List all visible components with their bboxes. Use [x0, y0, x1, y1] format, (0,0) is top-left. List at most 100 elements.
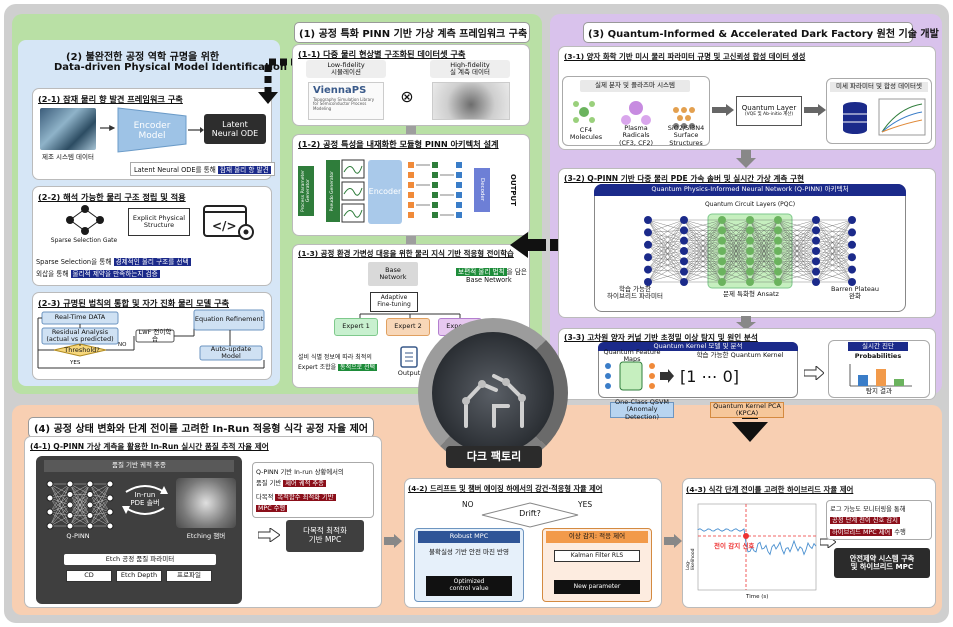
- high-fidelity-label: High-fidelity 실 계측 데이터: [430, 60, 510, 78]
- qpinn-node: [848, 228, 856, 237]
- otimes-icon: ⊗: [400, 86, 414, 106]
- code-gear-icon: </>: [203, 205, 254, 240]
- s21-diagram: [100, 107, 266, 153]
- prob-chart: [849, 364, 912, 387]
- expert-1-box: Expert 1: [334, 318, 378, 336]
- arrow-41: [258, 528, 280, 542]
- mini-node: [66, 522, 74, 530]
- no-label-42: NO: [462, 500, 474, 509]
- output-label: OUTPUT: [509, 174, 518, 206]
- s41-t3hl: 목적함수 최적화 기반: [275, 494, 336, 501]
- qpinn-node: [774, 226, 782, 235]
- drift-diamond: [481, 502, 579, 528]
- output-doc-icon: [400, 346, 418, 368]
- qpinn-node: [718, 216, 726, 224]
- s22-l1a: Sparse Selection을 통해: [36, 258, 114, 266]
- s43-t3b: 수행: [892, 529, 906, 536]
- s31-title: (3-1) 양자 화학 기반 미시 물리 파라미터 규명 및 고신뢰성 합성 데…: [564, 52, 806, 61]
- qfm-label: Quantum Feature Maps: [603, 347, 661, 363]
- qpinn-node: [774, 267, 782, 276]
- threshold-label: Threshold?: [64, 346, 100, 355]
- s13-bottom2a: Expert 조합을: [298, 364, 339, 371]
- s41-t2a: 품질 기반: [256, 480, 284, 487]
- s41-t3: 다목적 목적함수 최적화 기반: [256, 492, 336, 501]
- optimized-box: Optimized control value: [426, 576, 512, 596]
- signal-plots: [341, 159, 365, 223]
- qpinn-node: [718, 226, 726, 235]
- section2-title-1: (2) 불완전한 공정 역학 규명을 위한: [66, 52, 220, 63]
- qpinn-node: [718, 278, 726, 286]
- qpinn-node: [718, 236, 726, 245]
- svg-text:[1 ⋯ 0]: [1 ⋯ 0]: [680, 367, 739, 386]
- qpinn-node: [774, 247, 782, 255]
- qpinn-node: [746, 226, 754, 235]
- qpinn-node: [680, 226, 688, 235]
- latent-ode-box: [204, 114, 266, 144]
- svg-text:</>: </>: [212, 219, 237, 233]
- qpinn-node: [774, 216, 782, 224]
- note-hl: 보편적 물리 법칙: [456, 268, 507, 276]
- output-block: OUTPUT: [504, 170, 522, 210]
- s43-result-box: 안전제약 시스템 구축 및 하이브리드 MPC: [834, 548, 930, 578]
- s43-t3hl: 하이브리드 MPC 제어: [830, 529, 893, 536]
- qpinn-node: [812, 257, 820, 266]
- qpinn-node: [746, 236, 754, 245]
- s21-caption: 제조 시스템 데이터: [42, 153, 94, 162]
- qpinn-node: [644, 240, 652, 249]
- sparse-network-icon: [66, 205, 104, 235]
- viennaps-logo-text: ViennaPS: [313, 85, 367, 96]
- s42-title: (4-2) 드리프트 및 챔버 에이징 하에서의 강건·적응형 자율 제어: [408, 484, 603, 493]
- qpinn-node: [680, 247, 688, 255]
- prob-bar: [858, 375, 868, 386]
- qpinn-node: [680, 257, 688, 266]
- param-etch-depth: Etch Depth: [116, 570, 162, 582]
- mini-node: [86, 480, 94, 488]
- qpinn-node: [848, 216, 856, 224]
- qpinn-network: [644, 213, 856, 289]
- mini-node: [66, 512, 74, 519]
- param-cd: CD: [66, 570, 112, 582]
- prob-bar: [894, 379, 904, 386]
- arrow-31-32: [736, 150, 756, 168]
- encoder-label: Encoder Model: [133, 120, 171, 141]
- viennaps-logo: ViennaPS Topography Simulation Library f…: [308, 82, 384, 120]
- mini-node: [106, 522, 114, 530]
- section2-title-2: Data-driven Physical Model Identificatio…: [54, 62, 288, 73]
- qpinn-node: [746, 247, 754, 255]
- s32-left-label: 학습 가능한 하이브리드 파라미터: [607, 284, 663, 300]
- qpinn-node: [680, 278, 688, 286]
- mini-node: [86, 491, 94, 498]
- s41-t3a: 다목적: [256, 494, 276, 501]
- pseudo-box: Pseudo Generator: [326, 160, 340, 222]
- mini-node: [66, 501, 74, 509]
- expert-2-box: Expert 2: [386, 318, 430, 336]
- xaxis-label-text: Time (s): [746, 594, 769, 600]
- qpinn-node: [746, 216, 754, 224]
- mol2-label: Plasma Radicals (CF3, CF2): [618, 123, 654, 147]
- qpinn-node: [718, 257, 726, 266]
- latent-ode-label: Latent Neural ODE: [211, 119, 259, 138]
- qpinn-node: [644, 278, 652, 286]
- s22-l2a: 외삽을 통해: [36, 270, 71, 278]
- qpinn-node: [644, 253, 652, 262]
- quantum-layer-box: Quantum Layer (VQE 및 Ab-initio 계산): [736, 96, 802, 126]
- s41-t4hl: MPC 수행: [256, 505, 288, 512]
- output-label-13: Output: [397, 369, 421, 378]
- prob-bar: [876, 369, 886, 386]
- s21-note-hl: 잠재 물리 항 발견: [217, 166, 271, 174]
- adaptive-box: Adaptive Fine-tuning: [370, 292, 418, 312]
- low-fidelity-label: Low-fidelity 시뮬레이션: [306, 60, 386, 78]
- s43-t2hl: 공정 단계 전이 신호 감지: [830, 517, 900, 524]
- s22-l2hl: 물리적 제약을 만족하는지 검증: [70, 270, 160, 278]
- s22-l1hl: 경제적인 물리 구조를 선택: [113, 258, 191, 266]
- s13-title: (1-3) 공정 환경 가변성 대응을 위한 물리 지식 기반 적응형 전이학습: [298, 249, 514, 258]
- s43-t3: 하이브리드 MPC 제어 수행: [830, 527, 906, 536]
- no-label: NO: [118, 342, 127, 348]
- residual-label: Residual Analysis (actual vs predicted): [46, 327, 114, 343]
- qpinn-node: [774, 236, 782, 245]
- qsvm-box-visible: One-Class QSVM (Anomaly Detection): [610, 398, 674, 421]
- generator-box: Process Parameter Generator: [298, 166, 314, 216]
- viennaps-logo-sub: Topography Simulation Library for Semico…: [313, 97, 375, 111]
- sys-banner: 실제 분자 및 플라즈마 시스템: [580, 80, 690, 92]
